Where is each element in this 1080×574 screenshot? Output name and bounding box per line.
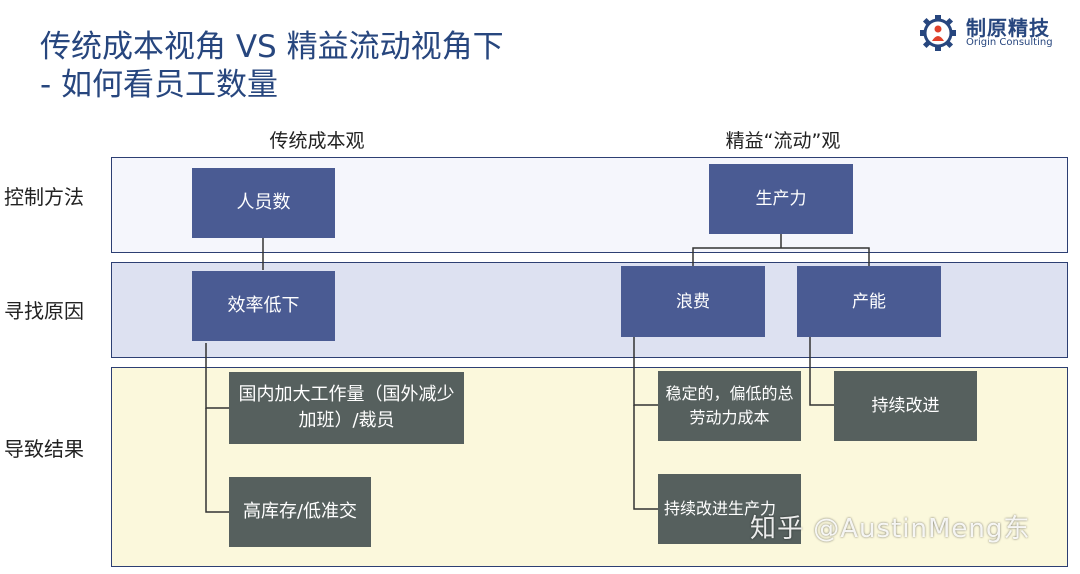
page-title: 传统成本视角 VS 精益流动视角下 - 如何看员工数量 bbox=[40, 28, 504, 104]
row-label-result: 导致结果 bbox=[4, 437, 84, 461]
node-waste: 浪费 bbox=[621, 266, 765, 337]
company-logo: 制原精技 Origin Consulting bbox=[918, 12, 1068, 52]
watermark: 知乎 @AustinMeng东 bbox=[750, 514, 1031, 544]
title-line-2: - 如何看员工数量 bbox=[40, 67, 279, 103]
column-header-lean: 精益“流动”观 bbox=[725, 130, 841, 152]
node-high-inventory: 高库存/低准交 bbox=[229, 477, 371, 547]
logo-name: 制原精技 bbox=[966, 16, 1050, 40]
node-increase-workload: 国内加大工作量（国外减少加班）/裁员 bbox=[229, 372, 464, 444]
node-capacity: 产能 bbox=[797, 266, 941, 337]
node-low-efficiency: 效率低下 bbox=[192, 271, 335, 341]
node-productivity: 生产力 bbox=[709, 164, 853, 234]
logo-subtitle: Origin Consulting bbox=[966, 37, 1053, 48]
gear-person-icon bbox=[920, 15, 956, 51]
column-header-traditional: 传统成本观 bbox=[269, 130, 365, 152]
row-label-control: 控制方法 bbox=[4, 185, 84, 209]
row-label-cause: 寻找原因 bbox=[4, 299, 84, 323]
title-line-1: 传统成本视角 VS 精益流动视角下 bbox=[40, 29, 504, 65]
node-headcount: 人员数 bbox=[192, 168, 335, 238]
node-continuous-improvement: 持续改进 bbox=[834, 371, 977, 441]
node-ci-productivity: 持续改进生产力 bbox=[658, 474, 801, 544]
node-stable-low-cost: 稳定的，偏低的总劳动力成本 bbox=[658, 371, 801, 441]
